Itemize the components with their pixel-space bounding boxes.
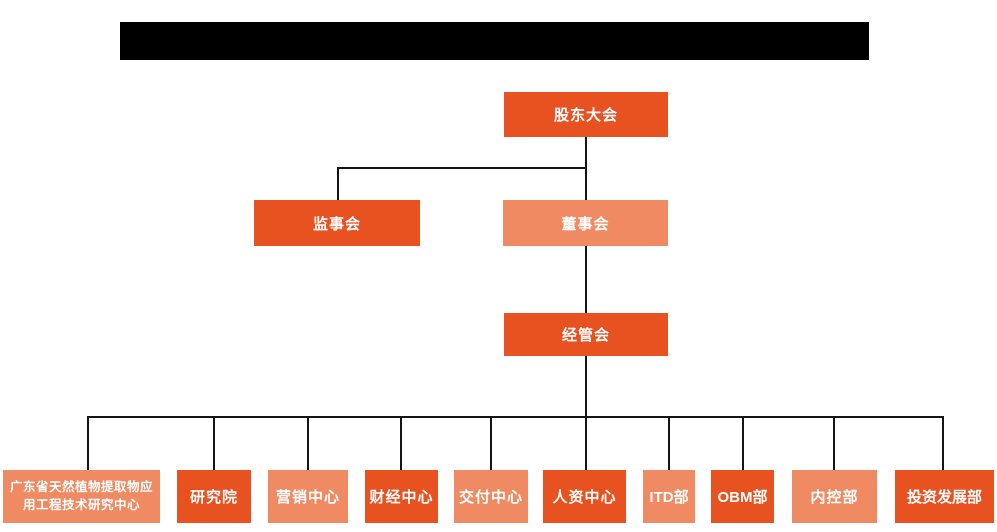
connector-root-down-line [585, 137, 587, 201]
node-management-committee: 经管会 [504, 313, 668, 356]
connector-drop-line [942, 416, 944, 470]
connector-drop-line [490, 416, 492, 470]
connector-departments-bus-line [87, 416, 944, 418]
node-supervisory-board: 监事会 [254, 200, 420, 246]
node-dept-investment-development: 投资发展部 [895, 470, 994, 523]
dept-label-line: 广东省天然植物提取物应 [9, 480, 153, 494]
connector-drop-line [668, 416, 670, 470]
node-dept-obm: OBM部 [711, 470, 774, 523]
node-dept-itd: ITD部 [643, 470, 695, 523]
connector-board-to-management-line [585, 246, 587, 314]
node-board-of-directors: 董事会 [503, 200, 668, 246]
connector-supervisory-drop-line [337, 167, 339, 201]
node-dept-research-center: 广东省天然植物提取物应 用工程技术研究中心 [3, 470, 160, 523]
node-dept-internal-control: 内控部 [792, 470, 877, 523]
node-dept-delivery-center: 交付中心 [454, 470, 528, 523]
connector-level2-branch-line [337, 167, 587, 169]
node-dept-finance-center: 财经中心 [365, 470, 438, 523]
connector-management-down-line [585, 356, 587, 470]
connector-drop-line [87, 416, 89, 470]
node-dept-marketing-center: 营销中心 [268, 470, 348, 523]
connector-drop-line [742, 416, 744, 470]
connector-drop-line [400, 416, 402, 470]
connector-drop-line [833, 416, 835, 470]
redacted-title-bar [120, 22, 869, 60]
dept-label-line: 用工程技术研究中心 [22, 497, 140, 512]
node-shareholders-meeting: 股东大会 [504, 92, 668, 137]
node-dept-research-institute: 研究院 [177, 470, 251, 523]
node-dept-hr-center: 人资中心 [543, 470, 626, 523]
connector-drop-line [213, 416, 215, 470]
connector-drop-line [307, 416, 309, 470]
